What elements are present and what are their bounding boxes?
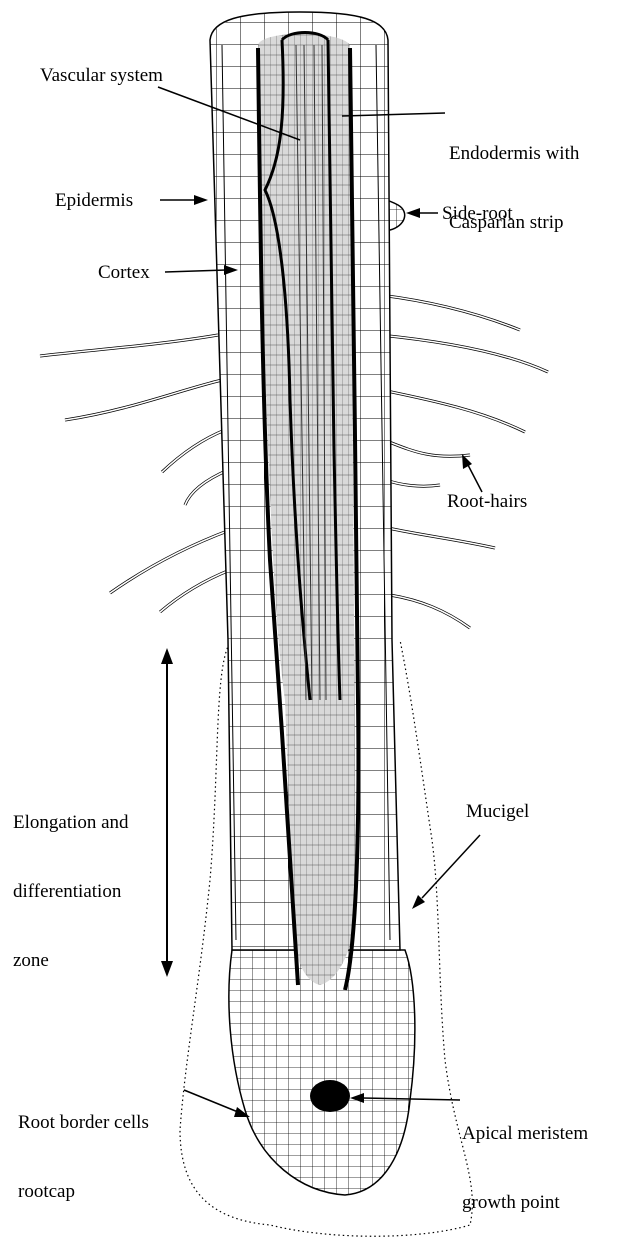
elongation-zone-arrow [161,648,173,977]
apical-meristem-label: Apical meristem growth point [462,1076,588,1237]
elongation-label-line2: differentiation [13,880,129,903]
root-cap [229,950,415,1195]
root-hairs-left [40,335,230,612]
border-label-line1: Root border cells [18,1111,149,1134]
elongation-zone-label: Elongation and differentiation zone [13,765,129,995]
side-root-label: Side-root [442,202,513,225]
elongation-label-line1: Elongation and [13,811,129,834]
border-label-line2: rootcap [18,1180,149,1203]
epidermis-label: Epidermis [55,189,133,212]
apical-label-line1: Apical meristem [462,1122,588,1145]
endodermis-label: Endodermis with Casparian strip [449,96,579,257]
mucigel-leader [422,835,480,898]
root-hairs-leader [468,465,482,492]
mucigel-label: Mucigel [466,800,529,823]
elongation-label-line3: zone [13,949,129,972]
root-border-cells-label: Root border cells rootcap [18,1065,149,1226]
border-cells-leader [184,1090,238,1112]
endodermis-label-line1: Endodermis with [449,142,579,165]
apical-label-line2: growth point [462,1191,588,1214]
apical-meristem [310,1080,350,1112]
vascular-system-label: Vascular system [40,64,163,87]
cortex-label: Cortex [98,261,150,284]
root-hairs-label: Root-hairs [447,490,527,513]
